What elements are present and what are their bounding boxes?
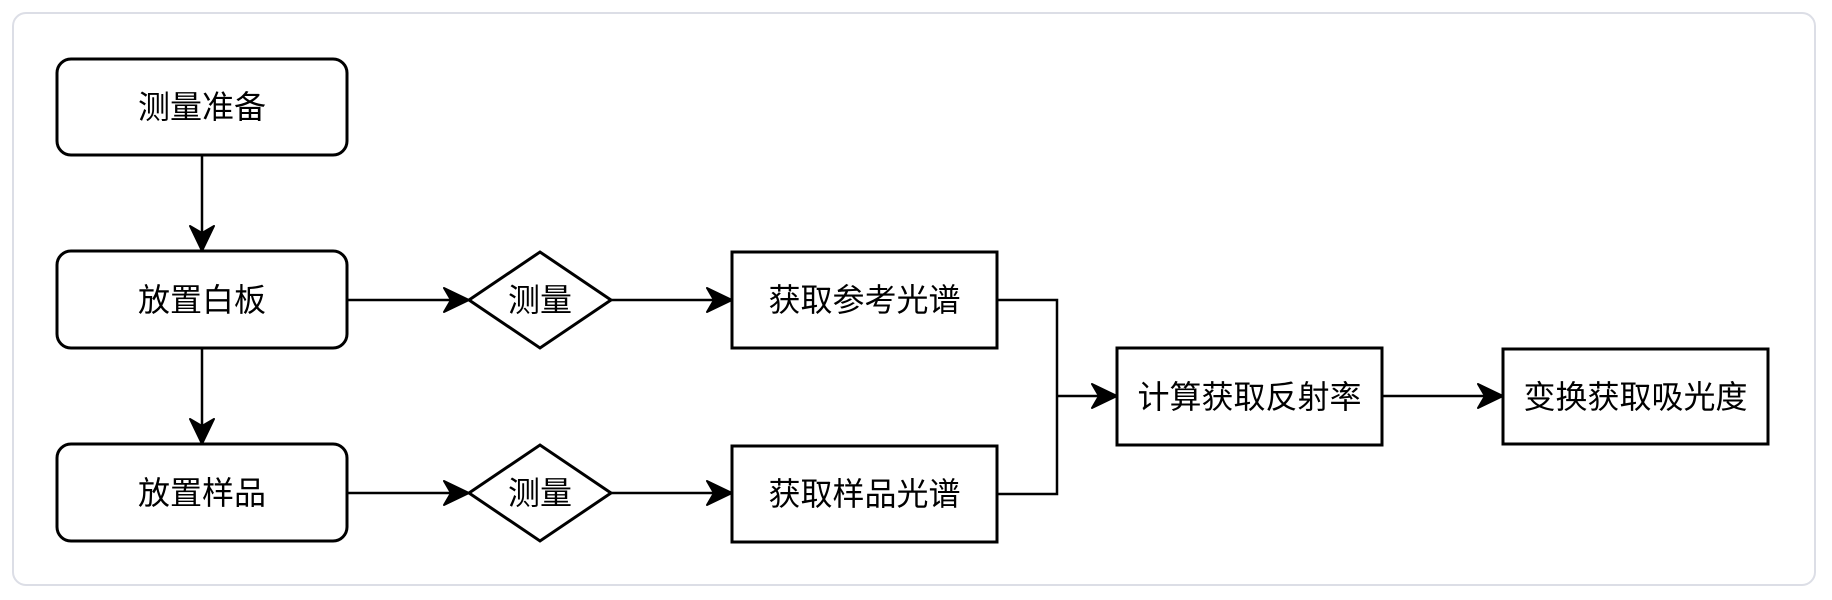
node-label-place-whiteboard: 放置白板 xyxy=(137,281,267,318)
node-shape-place-whiteboard xyxy=(55,249,349,350)
node-shape-transform-absorbance xyxy=(1501,347,1770,446)
node-label-calc-reflectance: 计算获取反射率 xyxy=(1137,378,1362,415)
node-label-measure-reference: 测量 xyxy=(507,282,573,318)
node-shape-measure-reference xyxy=(466,250,614,350)
node-shape-get-reference-spectrum xyxy=(730,250,999,350)
node-label-transform-absorbance: 变换获取吸光度 xyxy=(1523,378,1748,415)
shape-layer xyxy=(55,57,1770,544)
node-shape-get-sample-spectrum xyxy=(730,444,999,544)
node-label-get-sample-spectrum: 获取样品光谱 xyxy=(768,476,961,512)
node-shape-calc-reflectance xyxy=(1115,346,1384,447)
node-label-place-sample: 放置样品 xyxy=(137,474,267,511)
edge-sample-spectrum-to-merge xyxy=(997,396,1059,496)
edge-ref-spectrum-to-merge xyxy=(997,298,1059,396)
node-label-get-reference-spectrum: 获取参考光谱 xyxy=(768,282,961,318)
canvas-frame xyxy=(12,12,1816,586)
node-label-measure-prepare: 测量准备 xyxy=(137,89,267,125)
node-shape-measure-prepare xyxy=(55,57,349,157)
edge-layer xyxy=(189,155,1504,506)
node-shape-place-sample xyxy=(55,442,349,543)
node-shape-measure-sample xyxy=(466,443,614,543)
node-label-measure-sample: 测量 xyxy=(507,475,573,511)
